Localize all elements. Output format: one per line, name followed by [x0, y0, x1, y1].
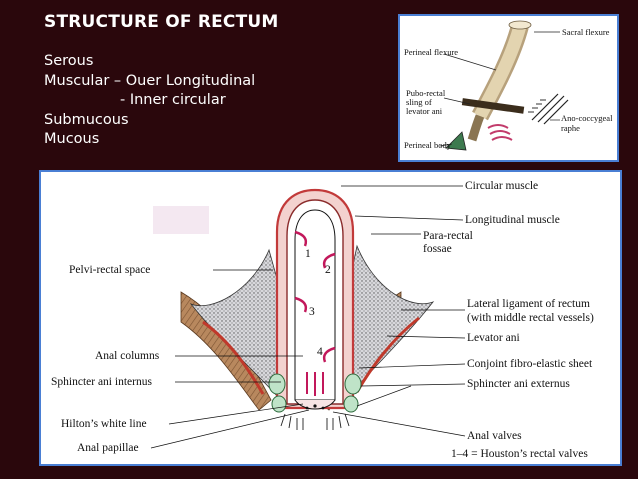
label-sacral-flexure: Sacral flexure — [562, 27, 610, 37]
houston-valve-3 — [294, 296, 308, 313]
layer-inner-circular: - Inner circular — [120, 92, 226, 108]
perineal-body — [445, 131, 467, 151]
label-pubo-rectal-3: levator ani — [406, 106, 443, 116]
sphincter-fibers — [487, 124, 513, 141]
label-perineal-body: Perineal body — [404, 140, 451, 150]
label-ano-coccygeal-2: raphe — [561, 123, 580, 133]
slide-title: STRUCTURE OF RECTUM — [44, 12, 279, 32]
label-houston-valves-key: 1–4 = Houston’s rectal valves — [451, 448, 588, 460]
background-smudge — [153, 206, 209, 234]
label-longitudinal-muscle: Longitudinal muscle — [465, 214, 560, 226]
inset-drawing — [439, 20, 569, 151]
label-anal-papillae: Anal papillae — [77, 442, 139, 454]
valve-number-2: 2 — [325, 264, 331, 276]
label-anal-columns: Anal columns — [95, 350, 160, 362]
label-anal-valves: Anal valves — [467, 430, 522, 442]
label-levator-ani: Levator ani — [467, 332, 520, 344]
valve-number-1: 1 — [305, 248, 311, 260]
valve-number-3: 3 — [309, 306, 315, 318]
inset-diagram: Sacral flexure Perineal flexure Pubo-rec… — [398, 14, 619, 162]
houston-valve-4 — [322, 346, 336, 363]
raphe-line — [531, 93, 559, 121]
label-conjoint-sheet: Conjoint fibro-elastic sheet — [467, 358, 593, 370]
main-diagram: 1 2 3 4 Pelvi-rectal space Anal columns … — [39, 170, 622, 466]
label-lateral-ligament-2: (with middle rectal vessels) — [467, 312, 594, 324]
label-perineal-flexure: Perineal flexure — [404, 47, 459, 57]
label-sphincter-ani-internus: Sphincter ani internus — [51, 376, 152, 388]
valve-number-4: 4 — [317, 346, 323, 358]
label-sphincter-ani-externus: Sphincter ani externus — [467, 378, 570, 390]
pubo-rectal-sling — [461, 98, 525, 114]
label-circular-muscle: Circular muscle — [465, 180, 539, 192]
layer-muscular: Muscular – Ouer Longitudinal — [44, 72, 256, 89]
label-pelvi-rectal-space: Pelvi-rectal space — [69, 264, 151, 276]
houston-valve-1 — [294, 230, 308, 247]
sphincter-externus-left-deep — [268, 373, 286, 395]
conjoint-fibres — [280, 413, 350, 430]
label-pubo-rectal-2: sling of — [406, 97, 432, 107]
anal-canal — [467, 114, 485, 142]
rectal-vessel-left — [202, 320, 265, 395]
layer-mucous: Mucous — [44, 131, 100, 147]
label-para-rectal-1: Para-rectal — [423, 230, 473, 242]
houston-valve-2 — [322, 252, 336, 269]
layer-serous: Serous — [44, 53, 94, 69]
tube-opening — [508, 20, 532, 30]
pelvi-rectal-space-right — [340, 244, 435, 397]
label-pubo-rectal-1: Pubo-rectal — [406, 88, 446, 98]
label-lateral-ligament-1: Lateral ligament of rectum — [467, 298, 590, 310]
rectal-lumen — [294, 209, 336, 401]
sphincter-externus-right-deep — [344, 373, 362, 395]
layer-submucous: Submucous — [44, 111, 129, 128]
label-para-rectal-2: fossae — [423, 243, 452, 255]
label-ano-coccygeal-1: Ano-coccygeal — [561, 113, 613, 123]
layer-list: Serous Muscular – Ouer Longitudinal - In… — [44, 52, 255, 150]
label-hiltons-white-line: Hilton’s white line — [61, 418, 147, 430]
pelvi-rectal-space-left — [189, 248, 290, 397]
rectum-section-drawing — [150, 185, 466, 449]
